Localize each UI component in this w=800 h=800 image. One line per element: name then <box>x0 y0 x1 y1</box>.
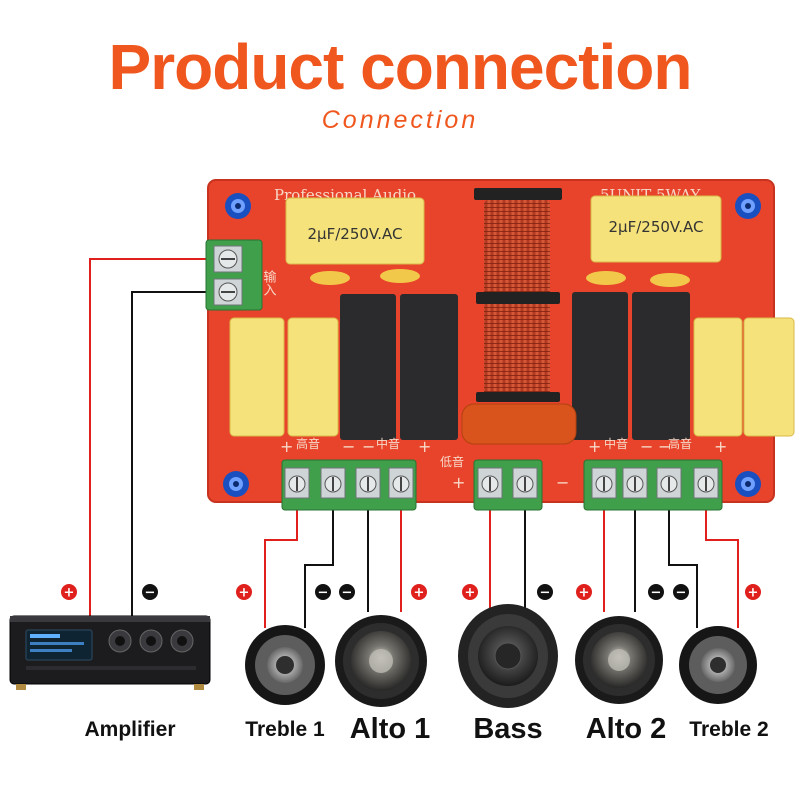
treble2-positive-wire <box>705 505 739 628</box>
treble2-negative-wire <box>668 505 698 628</box>
plus-sign: + <box>280 437 293 456</box>
svg-text:−: − <box>651 586 662 601</box>
minus-sign: − <box>556 473 569 492</box>
negative-badge-icon: − <box>315 584 331 601</box>
amplifier-label: Amplifier <box>84 718 176 741</box>
midrange-speaker-icon <box>575 616 663 704</box>
tweeter-icon <box>245 625 325 705</box>
midrange-speaker-icon <box>335 615 427 707</box>
page-subtitle: Connection <box>321 106 479 134</box>
film-capacitor <box>743 317 795 437</box>
positive-badge-icon: + <box>411 584 427 601</box>
minus-sign: − <box>342 437 355 456</box>
positive-badge-icon: + <box>462 584 478 601</box>
inductor-block <box>340 294 396 440</box>
film-capacitor-right: 2μF/250V.AC <box>590 195 722 263</box>
svg-text:+: + <box>579 586 590 601</box>
negative-badge-icon: − <box>648 584 664 601</box>
amplifier-negative-wire <box>131 291 222 617</box>
output-terminal-block-bass <box>473 459 543 511</box>
treble1-negative-wire <box>304 505 334 628</box>
svg-text:+: + <box>239 586 250 601</box>
plus-sign: + <box>418 437 431 456</box>
negative-badge-icon: − <box>673 584 689 601</box>
input-terminal-block <box>205 239 263 311</box>
small-capacitor <box>586 271 626 285</box>
page-title: Product connection <box>108 31 693 103</box>
negative-badge-icon: − <box>142 584 158 601</box>
treble1-label: Treble 1 <box>245 718 325 741</box>
positive-badge-icon: + <box>745 584 761 601</box>
alto2-label: Alto 2 <box>585 713 667 745</box>
treble2-label: Treble 2 <box>689 718 769 741</box>
minus-sign: − <box>640 437 653 456</box>
svg-text:+: + <box>465 586 476 601</box>
input-label: 输入 <box>261 269 277 296</box>
inductor-block <box>400 294 458 440</box>
treble1-positive-wire <box>264 505 298 628</box>
minus-sign: − <box>362 437 375 456</box>
svg-text:−: − <box>145 586 156 601</box>
inductor-block <box>632 292 690 440</box>
inductor-block <box>572 292 628 440</box>
output-terminal-block-right <box>583 459 723 511</box>
capacitor-value-label: 2μF/250V.AC <box>609 218 704 236</box>
mounting-hole-icon <box>223 471 249 497</box>
polarity-badges: + − + − − + + − + − − + <box>61 584 761 601</box>
tweeter-icon <box>679 626 757 704</box>
mid-label-right: 中音 <box>604 436 628 451</box>
plus-sign: + <box>452 473 465 492</box>
crossover-board: Professional Audio 5UNIT 5WAY 输入 2μF/250… <box>207 179 795 503</box>
svg-text:−: − <box>318 586 329 601</box>
film-capacitor <box>287 317 339 437</box>
minus-sign: − <box>658 437 671 456</box>
mounting-hole-icon <box>735 471 761 497</box>
small-capacitor <box>310 271 350 285</box>
svg-text:−: − <box>540 586 551 601</box>
small-capacitor <box>650 273 690 287</box>
small-capacitor <box>380 269 420 283</box>
woofer-icon <box>458 604 558 708</box>
alto1-label: Alto 1 <box>349 713 431 745</box>
plus-sign: + <box>714 437 727 456</box>
mounting-hole-icon <box>225 193 251 219</box>
mid-label-left: 中音 <box>376 436 400 451</box>
positive-badge-icon: + <box>576 584 592 601</box>
treble-label-left: 高音 <box>296 436 320 451</box>
svg-text:−: − <box>676 586 687 601</box>
svg-text:−: − <box>342 586 353 601</box>
capacitor-value-label: 2μF/250V.AC <box>308 225 403 243</box>
amplifier-icon <box>9 615 211 690</box>
positive-badge-icon: + <box>236 584 252 601</box>
film-capacitor <box>229 317 285 437</box>
mounting-hole-icon <box>735 193 761 219</box>
negative-badge-icon: − <box>537 584 553 601</box>
bass-label: 低音 <box>440 454 464 469</box>
plus-sign: + <box>588 437 601 456</box>
svg-text:+: + <box>64 586 75 601</box>
svg-text:+: + <box>414 586 425 601</box>
positive-badge-icon: + <box>61 584 77 601</box>
wires <box>89 258 739 628</box>
negative-badge-icon: − <box>339 584 355 601</box>
amplifier-positive-wire <box>89 258 222 617</box>
air-coil-inductor <box>474 188 562 402</box>
treble-label-right: 高音 <box>668 436 692 451</box>
film-capacitor <box>693 317 743 437</box>
svg-text:+: + <box>748 586 759 601</box>
bass-device-label: Bass <box>473 713 543 745</box>
output-terminal-block-left <box>281 459 417 511</box>
film-capacitor-left: 2μF/250V.AC <box>285 197 425 265</box>
bass-capacitor <box>461 403 577 445</box>
